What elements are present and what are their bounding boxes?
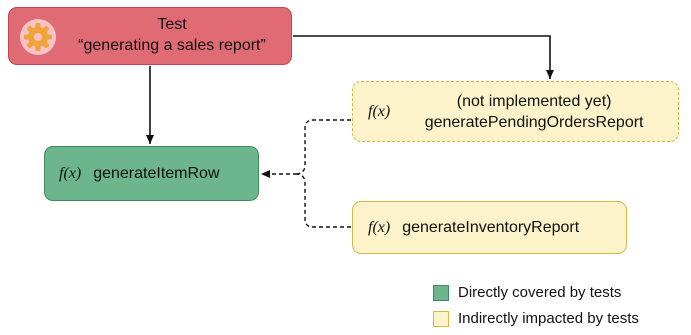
generate-item-row-node: f(x) generateItemRow [44,146,259,201]
generate-pending-orders-report-node: f(x) (not implemented yet) generatePendi… [352,81,679,142]
test-subtitle: “generating a sales report” [78,37,266,54]
inventory-brace-connector [296,173,351,228]
function-name: generateInventoryReport [402,218,580,236]
legend-label: Indirectly impacted by tests [458,310,639,327]
generate-inventory-report-node: f(x) generateInventoryReport [352,201,627,254]
function-symbol: f(x) [368,218,391,236]
test-title: Test [157,16,187,33]
gear-icon [20,19,56,55]
function-name: generateItemRow [93,164,220,182]
legend-item-directly-covered: Directly covered by tests [433,284,621,301]
function-symbol: f(x) [59,164,82,182]
not-implemented-note: (not implemented yet) [456,92,612,110]
legend-label: Directly covered by tests [458,284,622,301]
test-to-pending-arrow [293,35,554,79]
legend-item-indirectly-impacted: Indirectly impacted by tests [433,310,639,327]
pending-brace-connector [296,119,351,175]
brace-arrowhead [261,170,270,178]
legend-swatch-yellow [433,310,449,327]
function-symbol: f(x) [368,102,391,120]
function-name: generatePendingOrdersReport [424,113,644,131]
test-label: Test “generating a sales report” [59,14,285,56]
test-node: Test “generating a sales report” [8,7,292,65]
legend-swatch-green [433,284,449,301]
